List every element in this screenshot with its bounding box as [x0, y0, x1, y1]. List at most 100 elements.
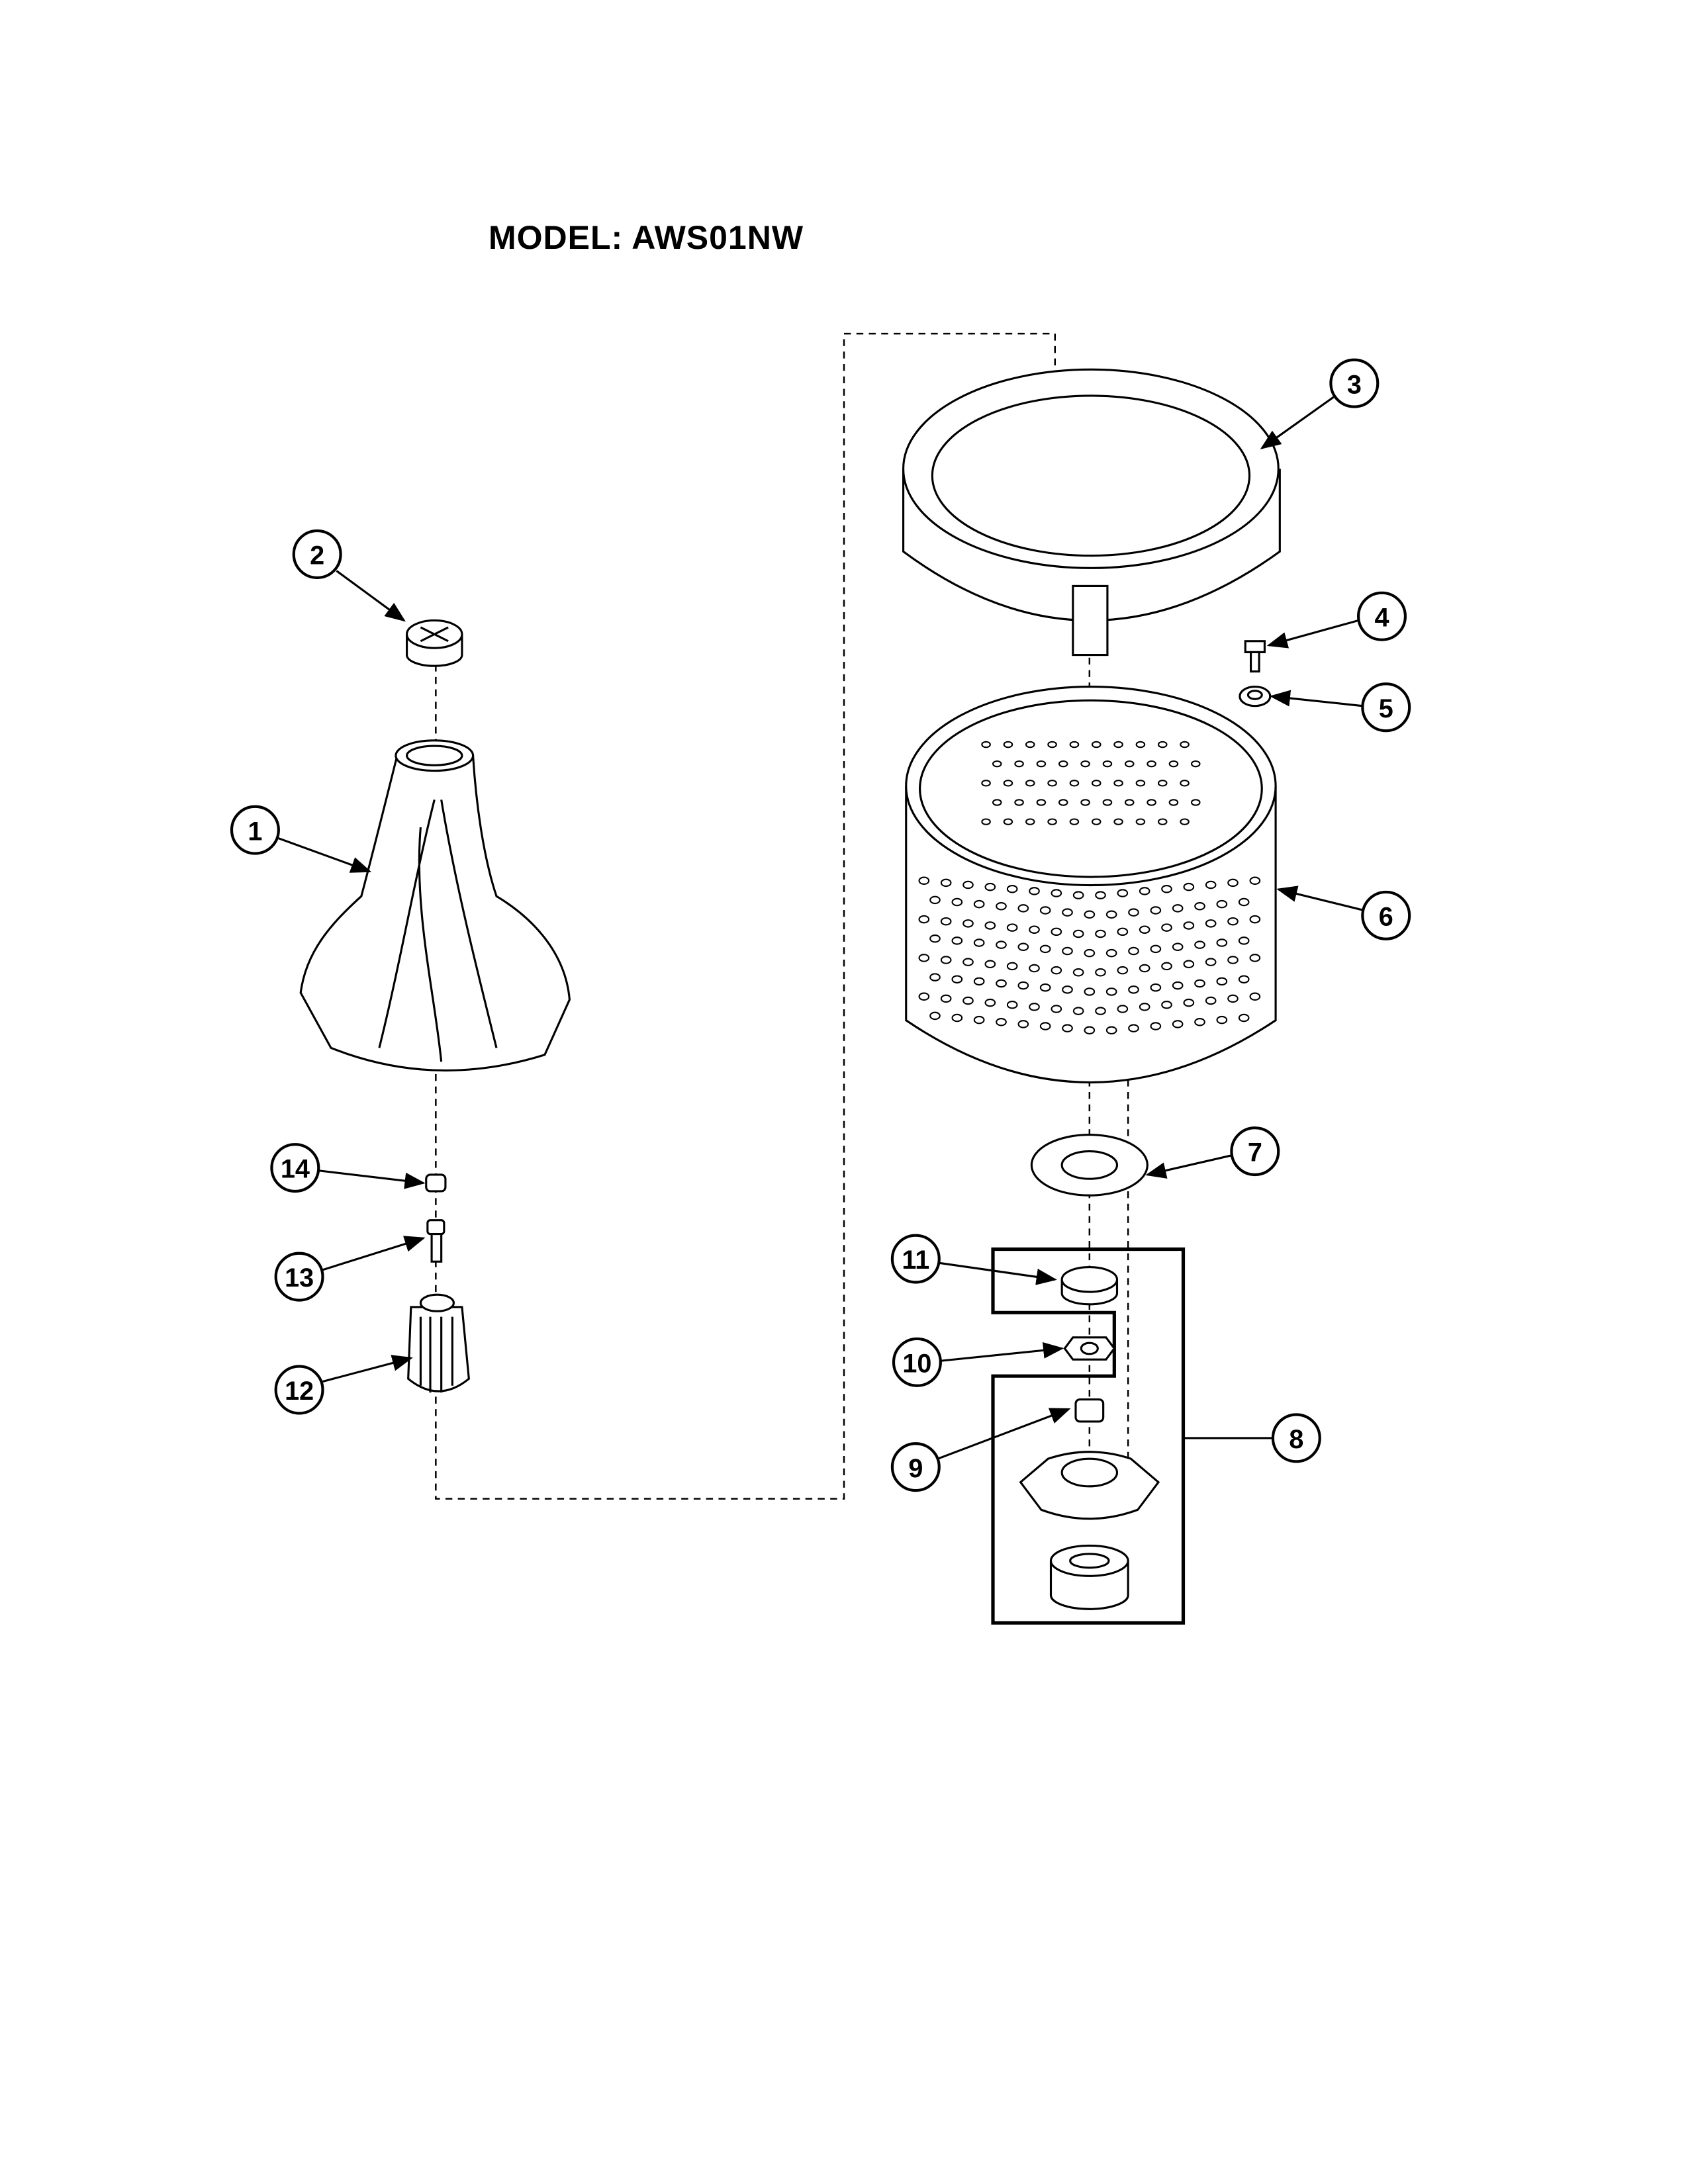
- basket-hole: [1058, 760, 1068, 768]
- basket-hole: [1072, 1007, 1084, 1015]
- basket-hole: [1006, 884, 1018, 893]
- basket-hole: [940, 917, 952, 926]
- basket-hole: [996, 902, 1007, 911]
- basket-hole: [1047, 780, 1057, 787]
- basket-hole: [992, 799, 1002, 806]
- callout-9: 9: [890, 1442, 941, 1492]
- basket-hole: [996, 1018, 1007, 1026]
- basket-hole: [1080, 799, 1090, 806]
- basket-hole: [1091, 741, 1102, 749]
- basket-hole: [984, 921, 996, 930]
- basket-hole: [1205, 919, 1217, 928]
- basket-hole: [1062, 908, 1073, 917]
- basket-hole: [1168, 760, 1179, 768]
- basket-hole: [984, 998, 996, 1007]
- basket-hole: [1157, 780, 1168, 787]
- basket-hole: [1036, 799, 1047, 806]
- basket-hole: [1124, 799, 1135, 806]
- basket-hole: [1227, 878, 1239, 887]
- callout-7: 7: [1230, 1126, 1280, 1177]
- basket-hole: [1006, 923, 1018, 932]
- callouts: 1 2 3 4 5 6 7 8 9 10 11 12 13 14: [230, 358, 1411, 1492]
- basket-hole: [1183, 921, 1195, 930]
- basket-hole: [1238, 1013, 1250, 1023]
- assembly-box: [991, 1247, 1186, 1625]
- basket-hole: [1139, 1003, 1150, 1011]
- callout-10: 10: [892, 1337, 942, 1387]
- basket-hole: [1124, 760, 1135, 768]
- basket-hole: [1017, 981, 1029, 990]
- part-flange: [1030, 1134, 1149, 1197]
- basket-hole: [1017, 904, 1029, 913]
- basket-hole: [1161, 1000, 1172, 1009]
- basket-hole: [1047, 818, 1057, 825]
- callout-1: 1: [230, 805, 280, 855]
- basket-hole: [973, 938, 985, 947]
- basket-hole: [1150, 1022, 1162, 1030]
- basket-hole: [929, 973, 941, 981]
- basket-hole: [984, 960, 996, 969]
- basket-hole: [1227, 994, 1239, 1003]
- basket-hole: [1227, 956, 1239, 964]
- basket-hole: [1084, 910, 1096, 919]
- basket-hole: [1216, 1015, 1228, 1024]
- basket-hole: [1084, 948, 1096, 958]
- callout-label: 8: [1289, 1425, 1303, 1454]
- callout-13: 13: [274, 1251, 324, 1302]
- basket-hole: [1194, 979, 1205, 988]
- basket-hole: [1194, 940, 1205, 949]
- basket-hole: [1051, 927, 1062, 936]
- basket-hole: [981, 780, 991, 787]
- basket-hole: [918, 876, 930, 885]
- basket-hole: [1205, 996, 1217, 1005]
- basket-hole: [973, 1015, 985, 1024]
- basket-hole: [1180, 818, 1190, 825]
- basket-hole: [1150, 944, 1162, 954]
- basket-hole: [1157, 741, 1168, 749]
- basket-hole: [1128, 946, 1139, 956]
- callout-8: 8: [1271, 1413, 1321, 1463]
- basket-hole: [1238, 936, 1250, 945]
- basket-hole: [1147, 760, 1156, 768]
- part-tub-ring: [902, 368, 1281, 657]
- basket-hole: [1180, 741, 1190, 749]
- basket-hole: [1172, 942, 1184, 951]
- basket-hole: [1095, 929, 1106, 938]
- basket-hole: [1091, 818, 1102, 825]
- leader-lines: [278, 396, 1363, 1460]
- basket-hole: [1025, 741, 1035, 749]
- basket-hole: [962, 958, 974, 966]
- basket-hole: [1084, 1026, 1096, 1035]
- basket-hole: [929, 934, 941, 943]
- basket-hole: [1150, 906, 1162, 915]
- basket-hole: [1128, 908, 1139, 917]
- basket-hole: [1014, 760, 1024, 768]
- basket-hole: [1039, 906, 1051, 915]
- callout-label: 3: [1347, 370, 1362, 399]
- basket-hole: [973, 899, 985, 909]
- basket-hole: [992, 760, 1002, 768]
- basket-hole: [1135, 741, 1146, 749]
- basket-hole: [1238, 975, 1250, 983]
- basket-hole: [1205, 958, 1217, 966]
- basket-hole: [1216, 977, 1228, 986]
- basket-hole: [1117, 927, 1129, 936]
- basket-hole: [1194, 902, 1205, 911]
- basket-hole: [1003, 818, 1013, 825]
- basket-hole: [1113, 780, 1123, 787]
- basket-hole: [1216, 899, 1228, 909]
- callout-label: 14: [281, 1155, 310, 1184]
- basket-hole: [1249, 992, 1261, 1001]
- basket-hole: [1216, 938, 1228, 947]
- basket-hole: [1157, 818, 1168, 825]
- basket-hole: [1117, 966, 1129, 975]
- callout-label: 4: [1374, 603, 1389, 632]
- basket-hole: [1183, 960, 1195, 969]
- basket-hole: [1172, 1020, 1184, 1028]
- basket-hole: [1172, 981, 1184, 990]
- basket-hole: [1072, 929, 1084, 938]
- basket-hole: [1003, 780, 1013, 787]
- basket-hole: [951, 1013, 963, 1023]
- basket-hole: [1113, 818, 1123, 825]
